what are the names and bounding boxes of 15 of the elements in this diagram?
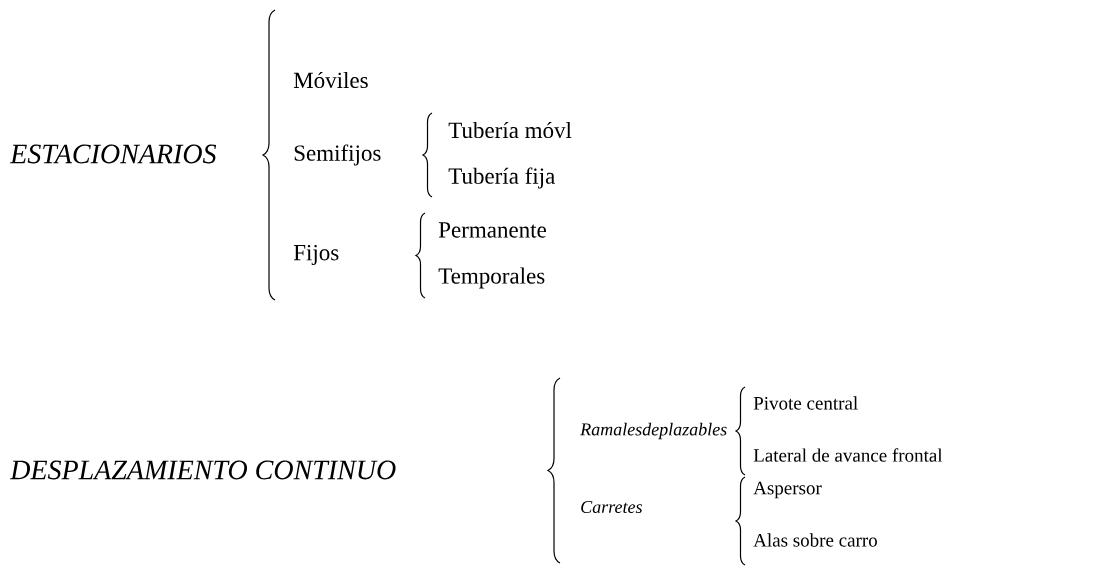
- item-text: Alas sobre carro: [753, 533, 877, 547]
- item-text: Aspersor: [753, 481, 822, 499]
- item-text: Temporales: [438, 267, 545, 289]
- item-text: Tubería fija: [448, 167, 555, 189]
- item-text: Lateral de avance frontal: [753, 448, 943, 462]
- item-text: Semifijos: [294, 144, 381, 166]
- item-text: Permanente: [438, 222, 546, 238]
- category-heading: Ramalesdeplazables: [580, 422, 727, 440]
- item-text: Pivote central: [753, 396, 858, 410]
- item-text: Móviles: [293, 71, 368, 89]
- item-text: Tubería móvl: [448, 121, 572, 139]
- category-heading: DESPLAZAMIENTO CONTINUO: [9, 460, 396, 480]
- category-heading: ESTACIONARIOS: [9, 144, 217, 164]
- category-heading: Carretes: [581, 500, 642, 514]
- item-text: Fijos: [293, 244, 339, 266]
